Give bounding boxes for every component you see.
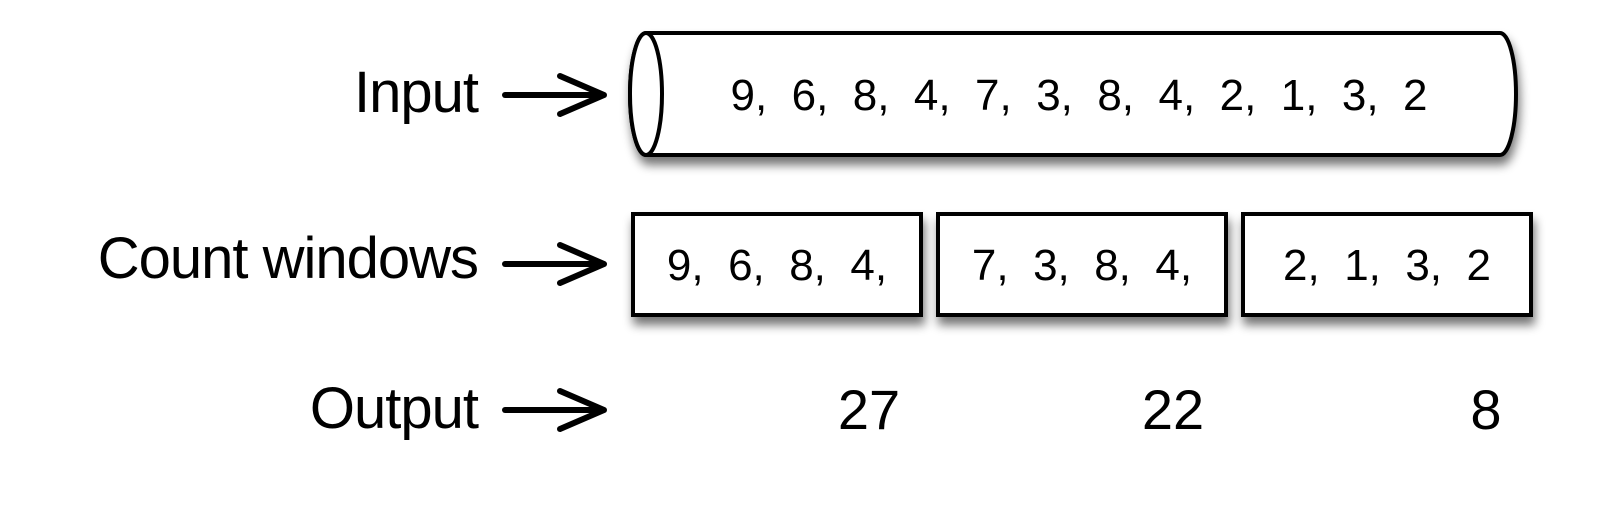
- count-window-2: 7, 3, 8, 4,: [936, 212, 1228, 317]
- input-stream-pipe: 9, 6, 8, 4, 7, 3, 8, 4, 2, 1, 3, 2: [628, 31, 1518, 157]
- window-values: 2, 1, 3, 2: [1283, 241, 1491, 290]
- pipe-end-cap: [628, 31, 664, 157]
- window-output-1: 27: [838, 378, 900, 441]
- window-values: 7, 3, 8, 4,: [972, 241, 1192, 290]
- count-windows-label: Count windows: [98, 226, 478, 291]
- right-arrow-icon: [502, 73, 607, 117]
- count-window-3: 2, 1, 3, 2: [1241, 212, 1533, 317]
- window-values: 9, 6, 8, 4,: [667, 241, 887, 290]
- output-label: Output: [310, 376, 479, 441]
- input-label: Input: [354, 60, 479, 125]
- window-output-3: 8: [1470, 378, 1501, 441]
- input-stream-values: 9, 6, 8, 4, 7, 3, 8, 4, 2, 1, 3, 2: [730, 71, 1427, 120]
- window-output-2: 22: [1142, 378, 1204, 441]
- right-arrow-icon: [502, 242, 607, 286]
- count-window-1: 9, 6, 8, 4,: [631, 212, 923, 317]
- right-arrow-icon: [502, 388, 607, 432]
